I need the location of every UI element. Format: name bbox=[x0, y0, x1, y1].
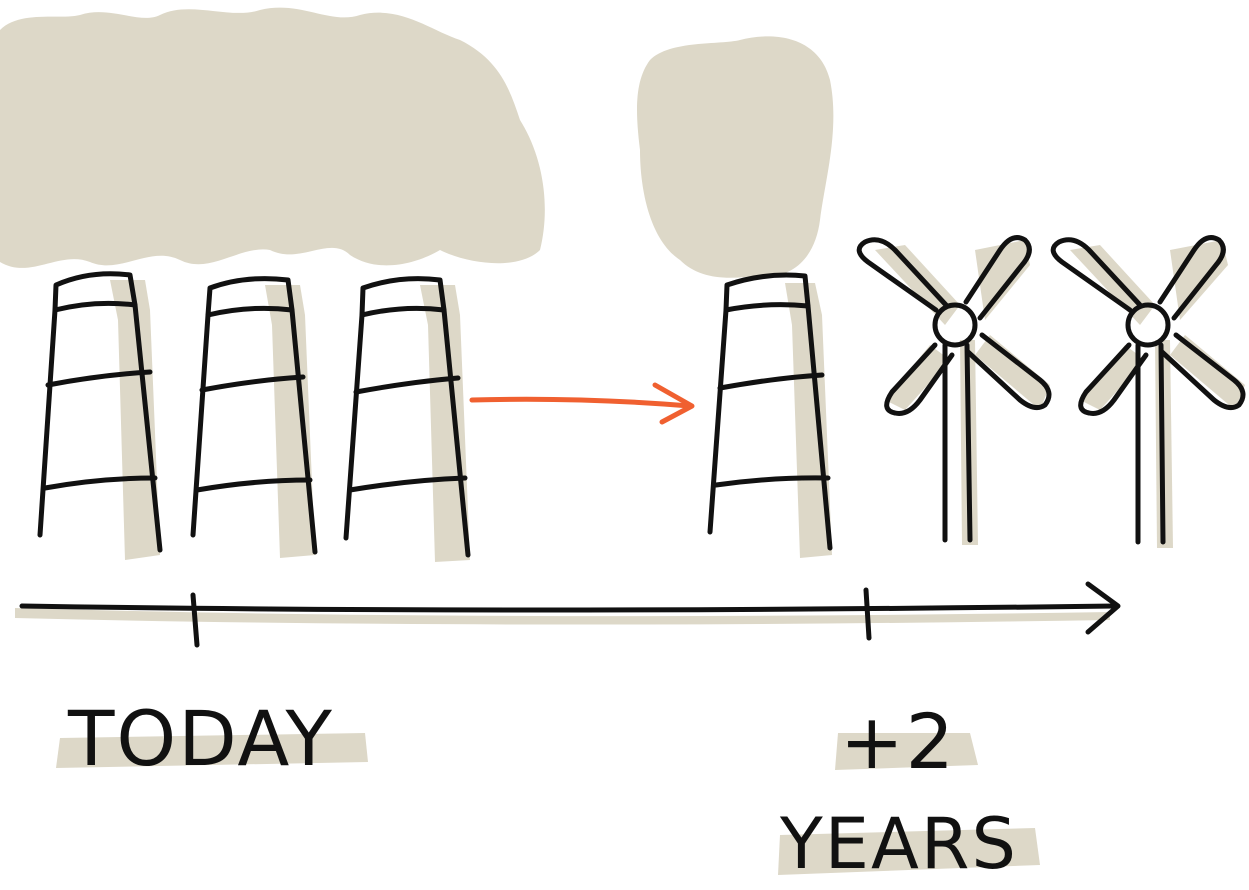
arrow-right-icon bbox=[472, 385, 692, 422]
smoke-cloud-icon bbox=[637, 36, 833, 277]
tick-plus-two bbox=[866, 590, 869, 638]
smoke-cloud-icon bbox=[0, 8, 545, 268]
label-years: YEARS bbox=[778, 803, 1040, 885]
today-label: TODAY bbox=[67, 694, 334, 783]
label-today: TODAY bbox=[56, 694, 368, 783]
tick-today bbox=[193, 595, 197, 645]
chimney-icon bbox=[193, 279, 315, 558]
years-label: YEARS bbox=[779, 803, 1018, 885]
chimney-icon bbox=[710, 275, 832, 558]
plus-two-label: +2 bbox=[840, 697, 956, 786]
timeline-axis bbox=[15, 584, 1118, 645]
wind-turbine-icon bbox=[859, 238, 1050, 545]
chimney-icon bbox=[40, 274, 160, 560]
chimney-icon bbox=[346, 279, 470, 562]
wind-turbine-icon bbox=[1053, 238, 1245, 548]
label-plus-two: +2 bbox=[835, 697, 978, 786]
